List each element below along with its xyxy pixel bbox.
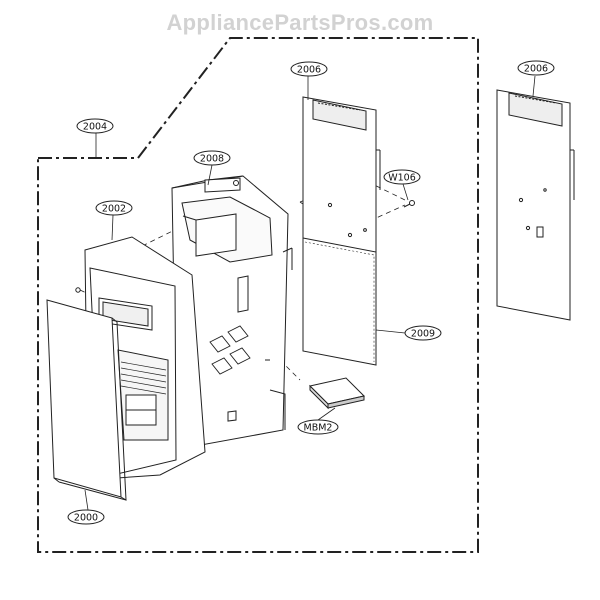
callout-2009: 2009 [411,329,435,340]
assembly-boundary-2004 [37,37,479,553]
part-MBM2-module [309,377,365,410]
part-2008-frame [171,175,293,446]
part-2006-pcb-center [302,96,381,259]
callout-MBM2: MBM2 [304,423,333,434]
callout-2006-right: 2006 [524,64,548,75]
part-2006-pcb-right [496,89,575,321]
leader-lines [84,75,536,511]
callout-W106: W106 [388,173,416,184]
callout-2002: 2002 [102,204,126,215]
part-2000-front-overlay [46,299,127,501]
callout-2004: 2004 [83,122,107,133]
callout-2006-center: 2006 [297,65,321,76]
part-W106-screw [403,200,415,208]
callout-2000: 2000 [74,513,98,524]
part-2009-sheet [302,237,377,366]
callout-labels: 2004 2006 2006 2008 W106 2002 2009 MBM2 … [74,64,548,524]
callout-ovals [67,60,555,525]
watermark: AppliancePartsPros.com [166,10,434,35]
callout-2008: 2008 [200,154,224,165]
